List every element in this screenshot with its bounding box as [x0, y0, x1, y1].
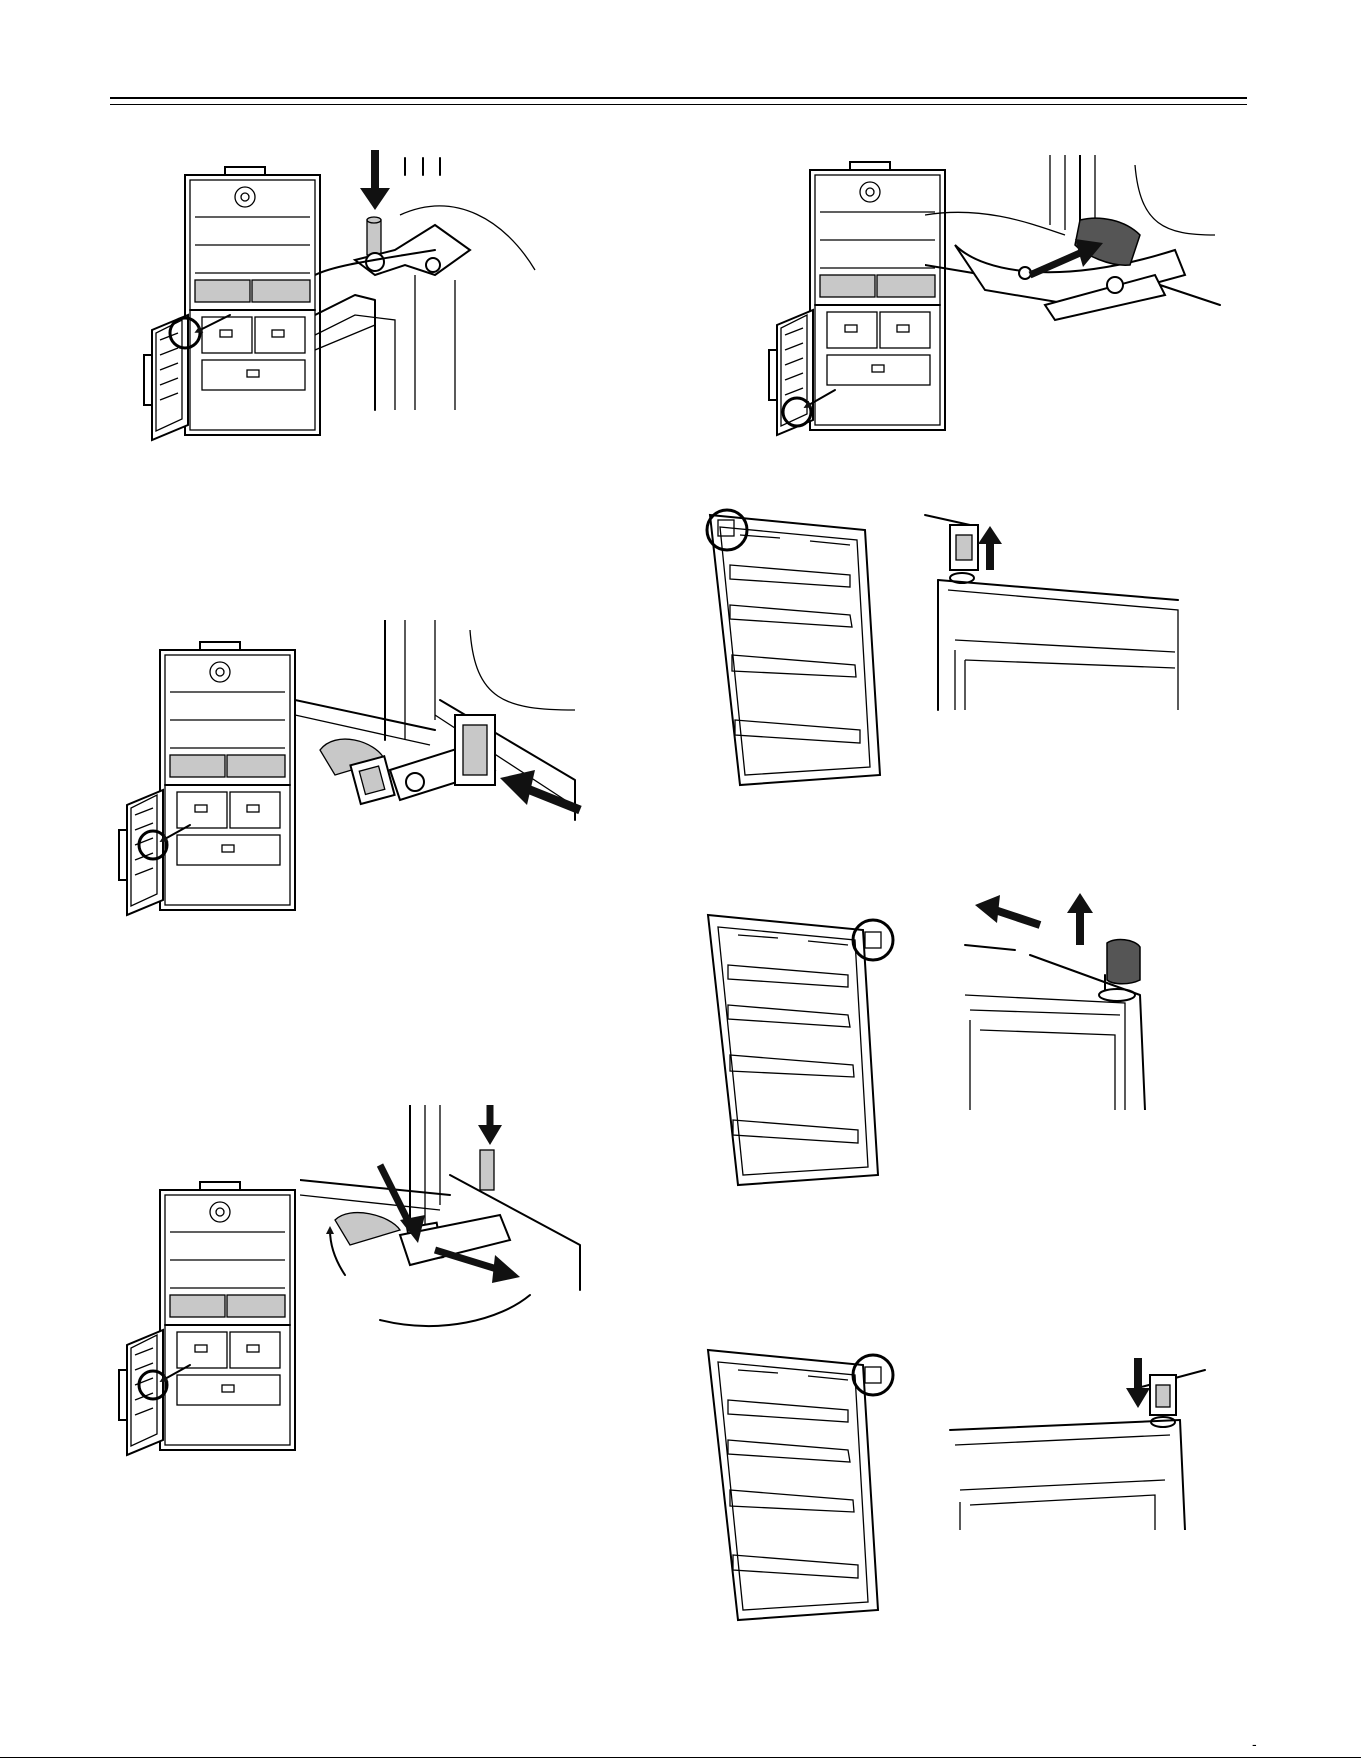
- fig3-detail: [300, 1105, 590, 1335]
- fig5-door: [700, 505, 900, 805]
- header-rule-bottom: [110, 104, 1247, 105]
- fig6-detail: [955, 885, 1175, 1110]
- fig7-door: [693, 1340, 913, 1640]
- footer-mark: -: [1252, 1737, 1257, 1751]
- fig2-fridge: [105, 630, 305, 930]
- fig5-detail: [920, 500, 1200, 715]
- fig1-fridge: [130, 155, 330, 455]
- fig4-detail: [925, 155, 1225, 355]
- header-rule-top: [110, 97, 1247, 99]
- fig6-door: [693, 905, 913, 1205]
- fig7-detail: [945, 1330, 1215, 1530]
- fig3-fridge: [105, 1170, 305, 1470]
- fig1-detail: [315, 150, 555, 420]
- fig2-detail: [295, 620, 585, 850]
- footer-rule: [0, 1757, 1361, 1758]
